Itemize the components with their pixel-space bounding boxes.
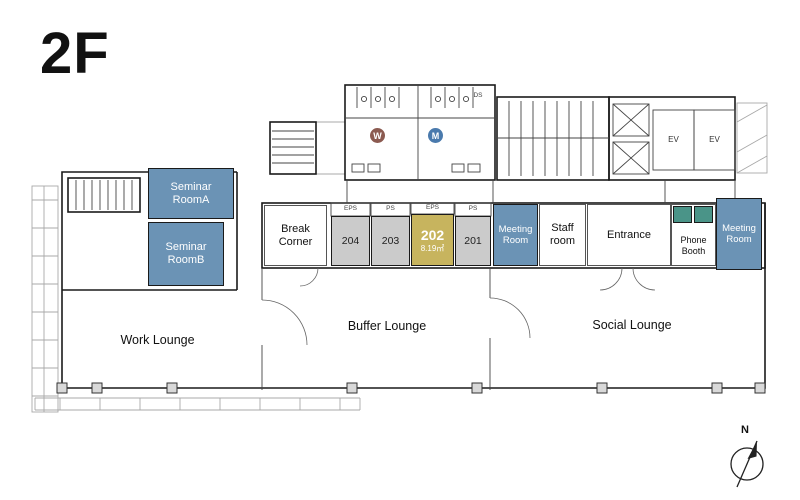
room-label: Break xyxy=(281,222,310,235)
room-label: Seminar xyxy=(170,180,212,193)
room-label: Entrance xyxy=(606,228,652,241)
elevator-label: EV xyxy=(709,135,720,144)
elevator-label: EV xyxy=(668,135,679,144)
ds-shaft-label: DS xyxy=(473,92,483,99)
room-label: Meeting xyxy=(722,222,756,234)
room-202: 202 8.19㎡ xyxy=(411,214,454,266)
ps-shaft-label: PS xyxy=(386,205,395,212)
compass-north-label: N xyxy=(741,424,749,436)
room-label: Corner xyxy=(278,235,313,248)
room-staff: Staff room xyxy=(539,204,586,266)
room-seminar-b: Seminar RoomB xyxy=(148,222,224,286)
room-label: 204 xyxy=(341,234,360,247)
room-label: 203 xyxy=(381,234,400,247)
room-label: Seminar xyxy=(165,241,207,254)
men-toilet-icon: M xyxy=(428,128,443,143)
buffer-lounge-label: Buffer Lounge xyxy=(347,319,427,333)
room-area: 8.19㎡ xyxy=(420,244,445,254)
room-meeting-right: Meeting Room xyxy=(716,198,762,270)
room-203: 203 xyxy=(371,216,410,266)
room-label: Room xyxy=(726,234,752,245)
phone-booth-cell-icon xyxy=(694,206,713,223)
room-meeting-left: Meeting Room xyxy=(493,204,538,266)
work-lounge-label: Work Lounge xyxy=(120,333,195,347)
room-entrance: Entrance xyxy=(587,204,671,266)
room-201: 201 xyxy=(455,216,491,266)
room-seminar-a: Seminar RoomA xyxy=(148,168,234,219)
social-lounge-label: Social Lounge xyxy=(592,318,672,332)
room-label: 202 xyxy=(420,226,445,243)
room-label: Phone Booth xyxy=(680,235,707,257)
room-label: room xyxy=(549,235,576,247)
compass-icon xyxy=(730,440,764,488)
room-label: RoomB xyxy=(167,254,205,266)
eps-shaft-label: EPS xyxy=(425,204,439,211)
room-break-corner: Break Corner xyxy=(264,205,327,266)
room-label: RoomA xyxy=(172,193,210,206)
phone-booth-cell-icon xyxy=(673,206,692,223)
room-label: Staff xyxy=(551,222,574,235)
ps-shaft-label: PS xyxy=(468,205,478,212)
room-label: 201 xyxy=(464,234,482,247)
eps-shaft-label: EPS xyxy=(343,205,357,212)
women-toilet-icon: W xyxy=(370,128,385,143)
floor-title: 2F xyxy=(40,21,110,86)
room-label: Meeting xyxy=(498,223,533,235)
room-label: Room xyxy=(502,235,529,246)
room-phone-booth: Phone Booth xyxy=(671,204,716,266)
room-204: 204 xyxy=(331,216,370,266)
